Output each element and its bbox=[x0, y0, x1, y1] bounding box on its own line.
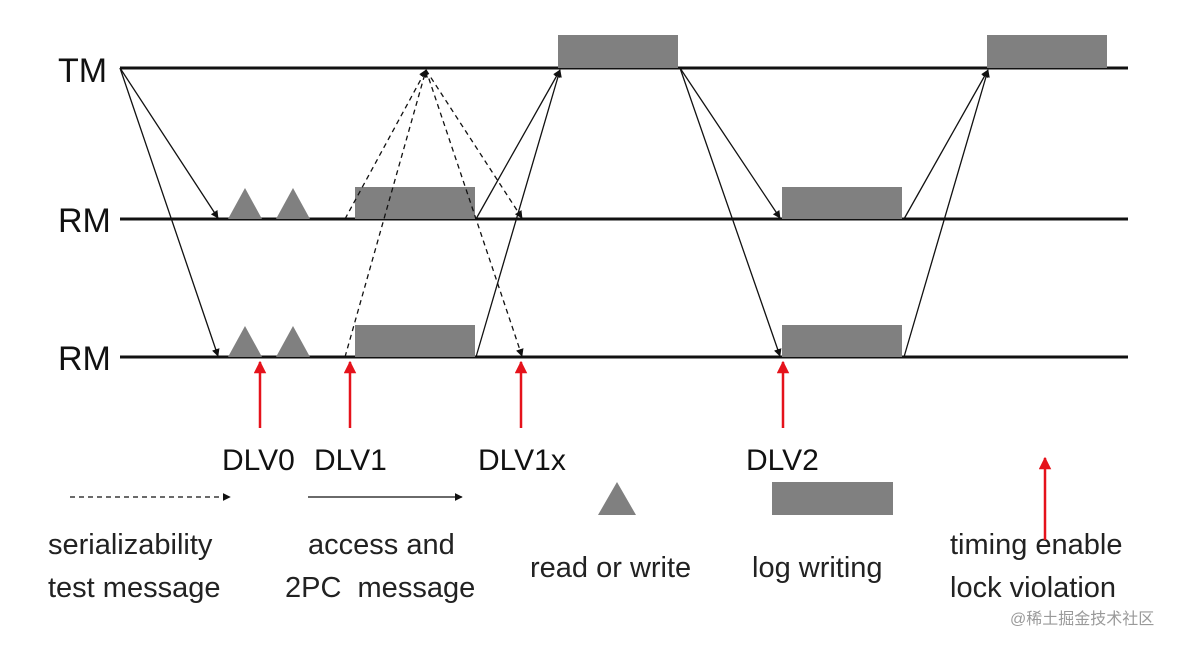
marker-label-dlv1: DLV1 bbox=[314, 444, 387, 477]
lane-label-rm-1: RM bbox=[58, 202, 111, 240]
log-block bbox=[355, 325, 475, 357]
access-message bbox=[679, 67, 782, 357]
access-message bbox=[679, 67, 781, 219]
lane-label-rm-2: RM bbox=[58, 340, 111, 378]
watermark: @稀土掘金技术社区 bbox=[1010, 610, 1154, 628]
legend-timing-line-1: timing enable bbox=[950, 529, 1123, 561]
access-message bbox=[475, 69, 562, 358]
legend-access-line-2: 2PC message bbox=[285, 572, 475, 604]
access-message bbox=[903, 69, 989, 220]
marker-label-dlv1x: DLV1x bbox=[478, 444, 566, 477]
legend-triangle bbox=[598, 482, 636, 515]
serializability-message bbox=[344, 69, 427, 220]
access-message bbox=[119, 67, 220, 357]
access-message bbox=[119, 67, 219, 219]
read-write-triangle bbox=[228, 326, 262, 357]
log-block bbox=[558, 35, 678, 68]
log-block bbox=[782, 187, 902, 219]
log-block bbox=[987, 35, 1107, 68]
legend-serializability-line-2: test message bbox=[48, 572, 220, 604]
serializability-message bbox=[425, 69, 523, 219]
lane-label-tm: TM bbox=[58, 52, 107, 90]
legend-log-block bbox=[772, 482, 893, 515]
legend-timing-line-2: lock violation bbox=[950, 572, 1116, 604]
legend-log-writing: log writing bbox=[752, 552, 883, 584]
legend-access-line-1: access and bbox=[308, 529, 455, 561]
log-block bbox=[355, 187, 475, 219]
read-write-triangle bbox=[276, 326, 310, 357]
legend-serializability-line-1: serializability bbox=[48, 529, 213, 561]
read-write-triangle bbox=[228, 188, 262, 219]
log-block bbox=[782, 325, 902, 357]
serializability-message bbox=[344, 69, 428, 358]
marker-label-dlv0: DLV0 bbox=[222, 444, 295, 477]
legend-read-write: read or write bbox=[530, 552, 691, 584]
marker-label-dlv2: DLV2 bbox=[746, 444, 819, 477]
access-message bbox=[903, 69, 990, 358]
read-write-triangle bbox=[276, 188, 310, 219]
access-message bbox=[475, 69, 561, 220]
